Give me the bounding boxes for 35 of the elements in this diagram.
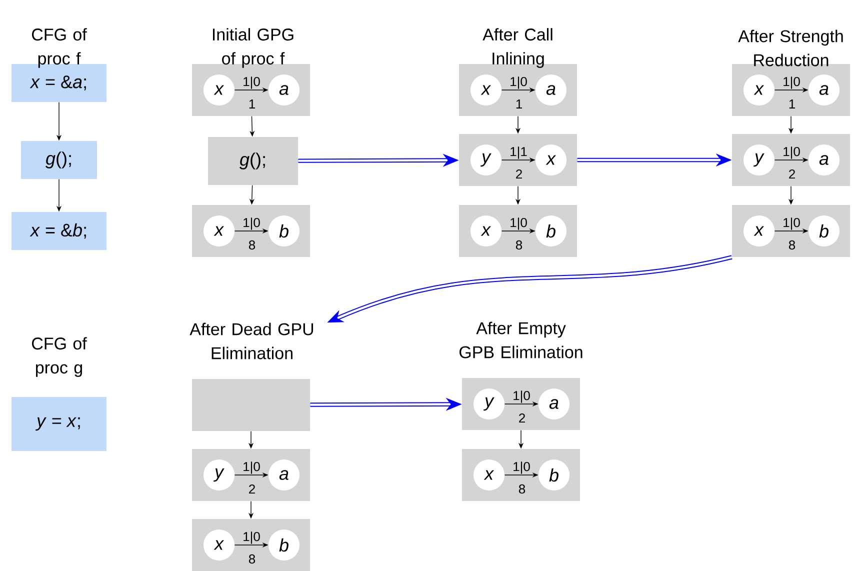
step-number: 2 [519,413,525,423]
edge-label: 1|0 [244,462,260,474]
column-heading: After Strength Reduction [738,30,843,66]
block-box [192,379,310,431]
step-number: 8 [516,240,522,250]
edge-label: 1|1 [510,146,527,159]
step-number: 8 [788,240,796,250]
step-number: 2 [249,484,255,494]
step-number: 8 [248,554,256,564]
edge-label: 1|0 [244,532,260,544]
step-number: 2 [789,169,795,179]
statement-box: y = x; [12,397,106,451]
edge-label: 1|0 [784,218,800,230]
step-number: 8 [518,484,526,494]
edge-label: 1|0 [510,218,527,230]
step-number: 1 [789,100,795,108]
step-number: 1 [249,100,255,108]
step-number: 1 [516,100,522,108]
statement-box: x = &b; [12,212,106,250]
column-heading: After Dead GPU Elimination [190,322,314,360]
block-box: g(); [208,137,298,185]
step-number: 2 [516,169,522,179]
edge-label: 1|0 [514,390,530,403]
edge-label: 1|0 [784,76,800,89]
column-heading: After Empty GPB Elimination [460,322,582,358]
column-heading: Initial GPG of proc f [213,28,294,68]
column-heading: CFG of proc g [32,337,87,377]
step-number: 8 [248,240,256,250]
edge-label: 1|0 [510,76,527,89]
statement-box: g(); [21,141,97,179]
edge-label: 1|0 [244,76,260,89]
edge-label: 1|0 [244,218,260,230]
column-heading: After Call Inlining [482,28,552,68]
edge-label: 1|0 [514,462,530,474]
edge-label: 1|0 [784,146,800,159]
